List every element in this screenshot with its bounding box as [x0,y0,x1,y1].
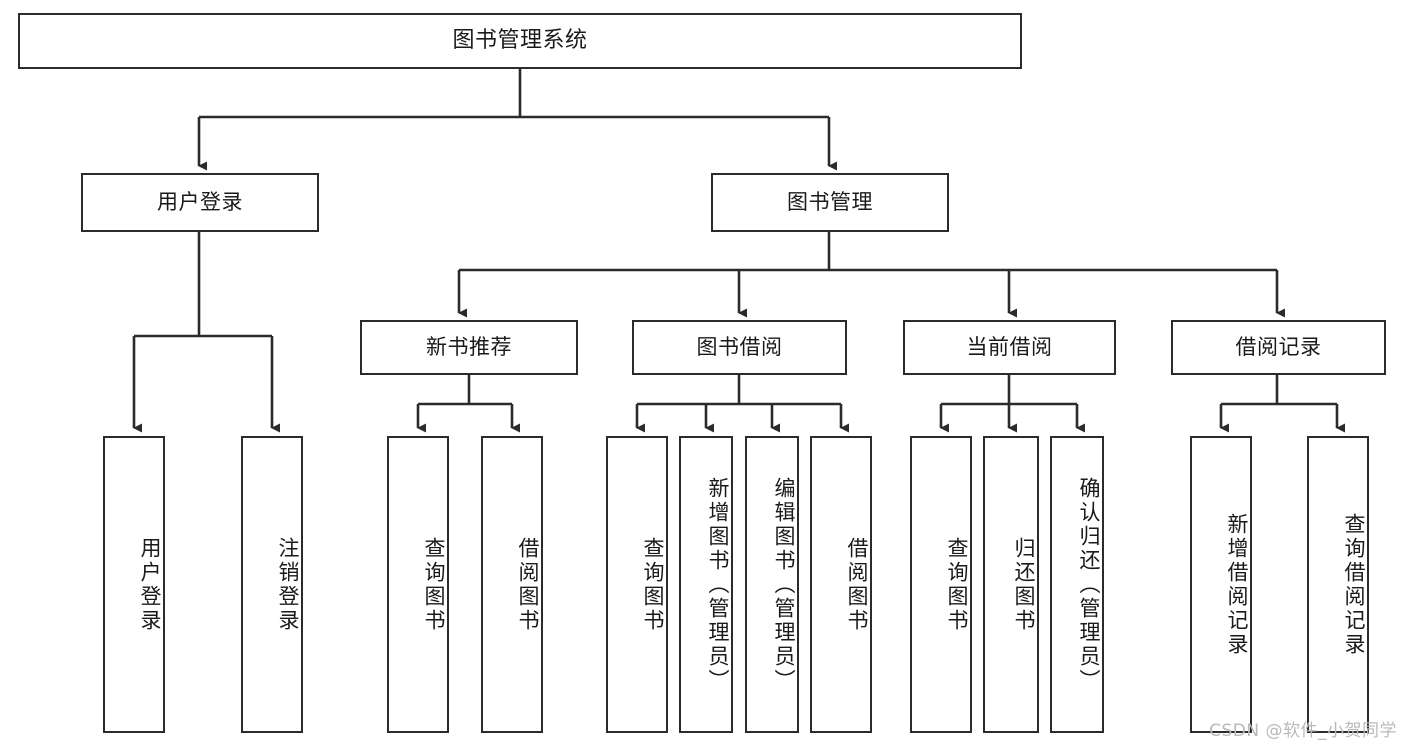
node-leaf-query-book-borrow[interactable]: 查询图书 [606,436,668,733]
node-leaf-user-login[interactable]: 用户登录 [103,436,165,733]
node-current-borrow[interactable]: 当前借阅 [903,320,1116,375]
node-label: 编辑图书（管理员） [772,476,796,693]
node-label: 图书管理 [787,189,873,214]
node-leaf-borrow-book[interactable]: 借阅图书 [810,436,872,733]
node-book-borrow[interactable]: 图书借阅 [632,320,847,375]
node-leaf-edit-book-admin[interactable]: 编辑图书（管理员） [745,436,799,733]
node-label: 查询图书 [945,536,969,633]
node-label: 查询借阅记录 [1342,512,1366,657]
node-root-system[interactable]: 图书管理系统 [18,13,1022,69]
node-user-login[interactable]: 用户登录 [81,173,319,232]
node-leaf-query-borrow-record[interactable]: 查询借阅记录 [1307,436,1369,733]
node-label: 确认归还（管理员） [1077,476,1101,693]
node-leaf-logout[interactable]: 注销登录 [241,436,303,733]
node-label: 图书借阅 [696,334,783,359]
node-leaf-add-book-admin[interactable]: 新增图书（管理员） [679,436,733,733]
node-label: 用户登录 [157,189,243,214]
node-leaf-query-book-recommend[interactable]: 查询图书 [387,436,449,733]
node-label: 查询图书 [641,536,665,633]
node-leaf-borrow-book-recommend[interactable]: 借阅图书 [481,436,543,733]
node-label: 借阅记录 [1235,334,1322,359]
node-new-book-recommend[interactable]: 新书推荐 [360,320,578,375]
node-label: 查询图书 [422,536,446,633]
node-borrow-record[interactable]: 借阅记录 [1171,320,1386,375]
node-label: 新书推荐 [426,334,512,359]
node-book-management[interactable]: 图书管理 [711,173,949,232]
node-leaf-query-book-current[interactable]: 查询图书 [910,436,972,733]
node-label: 用户登录 [138,536,162,633]
node-label: 新增借阅记录 [1225,512,1249,657]
node-label: 新增图书（管理员） [706,476,730,693]
node-leaf-return-book[interactable]: 归还图书 [983,436,1039,733]
node-label: 归还图书 [1012,536,1036,633]
node-leaf-confirm-return-admin[interactable]: 确认归还（管理员） [1050,436,1104,733]
watermark-text: CSDN @软件_小贺同学 [1209,721,1397,741]
node-label: 图书管理系统 [452,27,588,53]
node-label: 注销登录 [276,536,300,633]
node-label: 当前借阅 [966,334,1053,359]
node-leaf-add-borrow-record[interactable]: 新增借阅记录 [1190,436,1252,733]
node-label: 借阅图书 [516,536,540,633]
node-label: 借阅图书 [845,536,869,633]
